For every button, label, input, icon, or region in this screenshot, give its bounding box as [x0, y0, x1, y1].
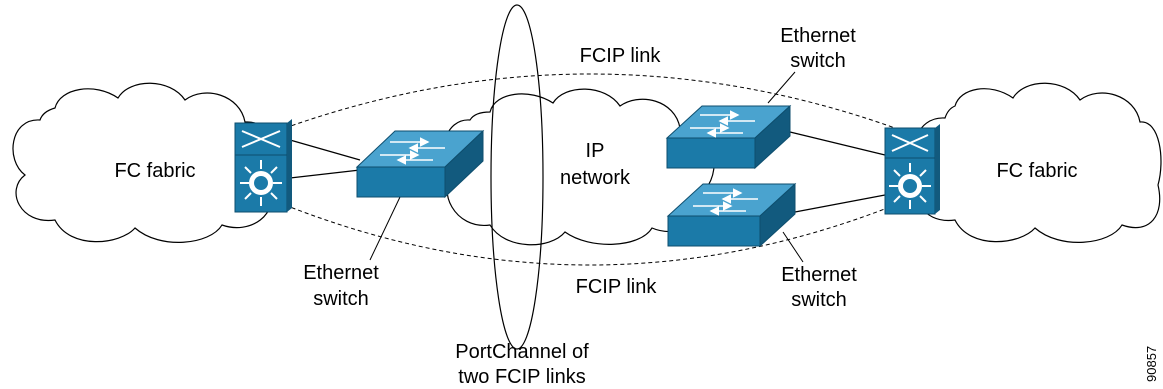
top-right-ethernet-switch-label-line1: Ethernet [780, 25, 856, 47]
ip-network-label-line1: IP [586, 140, 605, 162]
link-left-fc-to-switch-2 [289, 169, 361, 179]
link-bottom-switch-to-right-fc [794, 194, 886, 213]
left-ethernet-switch-icon [355, 129, 485, 199]
bottom-right-ethernet-switch-label-line1: Ethernet [781, 264, 857, 286]
pointer-top-right-switch [767, 71, 796, 104]
ip-network-label-line2: network [560, 167, 631, 189]
top-right-ethernet-switch-label-line2: switch [790, 50, 846, 72]
fcip-link-top-label: FCIP link [580, 45, 662, 67]
left-cloud-label: FC fabric [114, 160, 195, 182]
left-ethernet-switch-label-line1: Ethernet [303, 262, 379, 284]
pointer-left-switch [369, 196, 401, 261]
portchannel-label-line1: PortChannel of [455, 341, 589, 363]
portchannel-label-line2: two FCIP links [458, 366, 585, 388]
right-fc-switch-icon [884, 124, 940, 215]
bottom-right-ethernet-switch-icon [666, 182, 797, 248]
fcip-link-bottom-line [284, 204, 896, 266]
pointer-bottom-right-switch [782, 231, 804, 263]
left-ethernet-switch-label-line2: switch [313, 288, 369, 310]
fcip-link-bottom-label: FCIP link [576, 276, 658, 298]
portchannel-ellipse [490, 4, 544, 350]
bottom-right-ethernet-switch-label-line2: switch [791, 289, 847, 311]
fcip-link-top-line [284, 73, 896, 129]
figure-id: 90857 [1144, 346, 1159, 382]
link-top-switch-to-right-fc [789, 131, 886, 156]
link-left-fc-to-switch-1 [289, 139, 361, 161]
top-right-ethernet-switch-icon [665, 104, 792, 170]
left-fc-switch-icon [234, 119, 292, 213]
right-cloud-label: FC fabric [996, 160, 1077, 182]
